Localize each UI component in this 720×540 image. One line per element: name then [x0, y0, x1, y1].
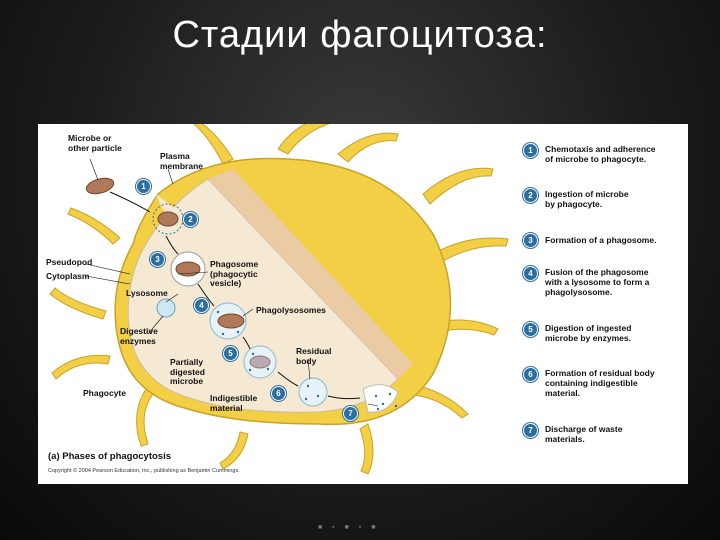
diagram-badge-1: 1 — [136, 179, 151, 194]
step-badge-7: 7 — [523, 423, 538, 438]
diagram-badge-4: 4 — [194, 298, 209, 313]
copyright-notice: Copyright © 2004 Pearson Education, Inc.… — [48, 468, 240, 474]
label-indigestible: Indigestible material — [210, 393, 258, 413]
step-text-5: Digestion of ingested microbe by enzymes… — [545, 323, 632, 343]
step-badge-5: 5 — [523, 322, 538, 337]
diagram-caption: (a) Phases of phagocytosis — [48, 451, 172, 462]
step-badge-4: 4 — [523, 266, 538, 281]
cytoplasm-cutaway — [127, 178, 399, 413]
slide-title: Стадии фагоцитоза: — [172, 14, 548, 56]
step-text-3: Formation of a phagosome. — [545, 235, 657, 245]
footer-decoration: ■ ▪ ■ ▪ ■ — [318, 524, 380, 531]
label-cytoplasm: Cytoplasm — [46, 271, 90, 281]
diagram-badge-3: 3 — [150, 252, 165, 267]
step-text-6: Formation of residual body containing in… — [545, 368, 655, 398]
label-plasma-membrane: Plasma membrane — [160, 151, 203, 171]
label-phagolysosomes: Phagolysosomes — [256, 305, 326, 315]
lysosome — [156, 298, 176, 318]
pseudopods — [49, 124, 509, 475]
step-text-1: Chemotaxis and adherence of microbe to p… — [545, 144, 656, 164]
enzyme-dots — [216, 310, 398, 411]
diagram-badge-5: 5 — [223, 346, 238, 361]
step-badge-2: 2 — [523, 188, 538, 203]
leader-lines — [85, 158, 379, 407]
phagocyte-illustration — [49, 124, 509, 475]
label-partially-digested: Partially digested microbe — [170, 357, 205, 386]
label-digestive-enzymes: Digestive enzymes — [120, 326, 158, 346]
diagram-badge-6: 6 — [271, 386, 286, 401]
diagram-badge-7: 7 — [343, 406, 358, 421]
label-phagocyte: Phagocyte — [83, 388, 126, 398]
step-badge-1: 1 — [523, 143, 538, 158]
step-badge-3: 3 — [523, 233, 538, 248]
process-arrows — [109, 191, 361, 400]
diagram-badge-2: 2 — [183, 212, 198, 227]
label-phagosome: Phagosome (phagocytic vesicle) — [210, 259, 259, 288]
label-lysosome: Lysosome — [126, 288, 168, 298]
label-microbe: Microbe or other particle — [68, 133, 122, 153]
residual-body — [298, 377, 328, 407]
microbe — [85, 177, 115, 195]
step-text-4: Fusion of the phagosome with a lysosome … — [545, 267, 650, 297]
step-text-7: Discharge of waste materials. — [545, 424, 623, 444]
step-text-2: Ingestion of microbe by phagocyte. — [545, 189, 629, 209]
phagocytosis-diagram: Microbe or other particle Plasma membran… — [38, 124, 688, 484]
step-badge-6: 6 — [523, 367, 538, 382]
label-residual-body: Residual body — [296, 346, 332, 366]
label-pseudopod: Pseudopod — [46, 257, 93, 267]
